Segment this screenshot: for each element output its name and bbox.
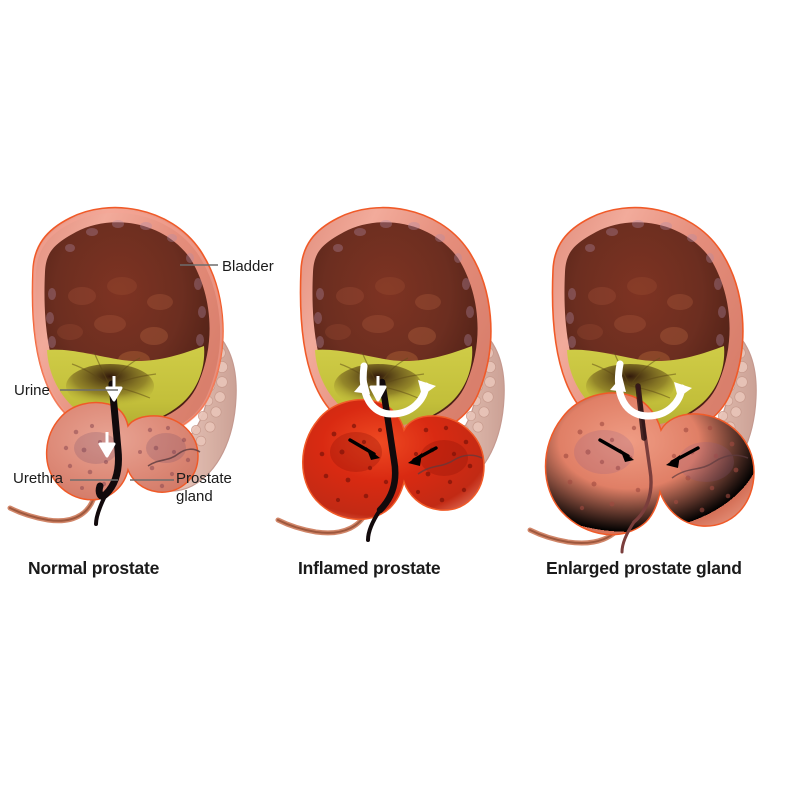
urethra-distal-tail xyxy=(7,487,99,524)
label-prostate-gland: Prostate gland xyxy=(176,470,238,506)
urine-flow-arrow-urethra xyxy=(98,432,116,458)
label-urine: Urine xyxy=(14,382,50,399)
panel-inflamed-prostate xyxy=(268,190,534,600)
prostate-stroma-speckles xyxy=(63,423,191,490)
label-prostate-gland-line1: Prostate xyxy=(176,470,232,487)
compression-arrow-left xyxy=(598,438,634,462)
reflux-curved-arrow xyxy=(354,362,436,418)
diagram-normal-prostate xyxy=(7,206,237,526)
urine-flow-arrow-bladder-neck xyxy=(369,376,387,402)
diagram-inflamed-prostate xyxy=(275,206,505,542)
diagram-enlarged-prostate xyxy=(527,206,757,554)
urethra-channel xyxy=(94,380,122,526)
reflux-curved-arrow xyxy=(610,360,692,420)
urethra-distal-tail xyxy=(275,505,371,536)
compression-arrow-right xyxy=(666,446,700,468)
caption-inflamed-prostate: Inflamed prostate xyxy=(298,558,441,578)
caption-normal-prostate: Normal prostate xyxy=(28,558,160,578)
label-bladder: Bladder xyxy=(222,258,274,275)
urine-flow-arrow-bladder-neck xyxy=(105,376,123,402)
panel-normal-prostate xyxy=(0,190,266,600)
panel-enlarged-prostate xyxy=(520,190,786,600)
urethra-channel-narrowed xyxy=(366,378,399,542)
prostate-stroma-speckles xyxy=(319,423,473,503)
label-urethra: Urethra xyxy=(13,470,64,487)
label-prostate-gland-line2: gland xyxy=(176,488,213,505)
caption-enlarged-prostate-gland: Enlarged prostate gland xyxy=(546,558,742,578)
compression-arrow-right xyxy=(408,446,438,466)
compression-arrow-left xyxy=(348,438,380,460)
